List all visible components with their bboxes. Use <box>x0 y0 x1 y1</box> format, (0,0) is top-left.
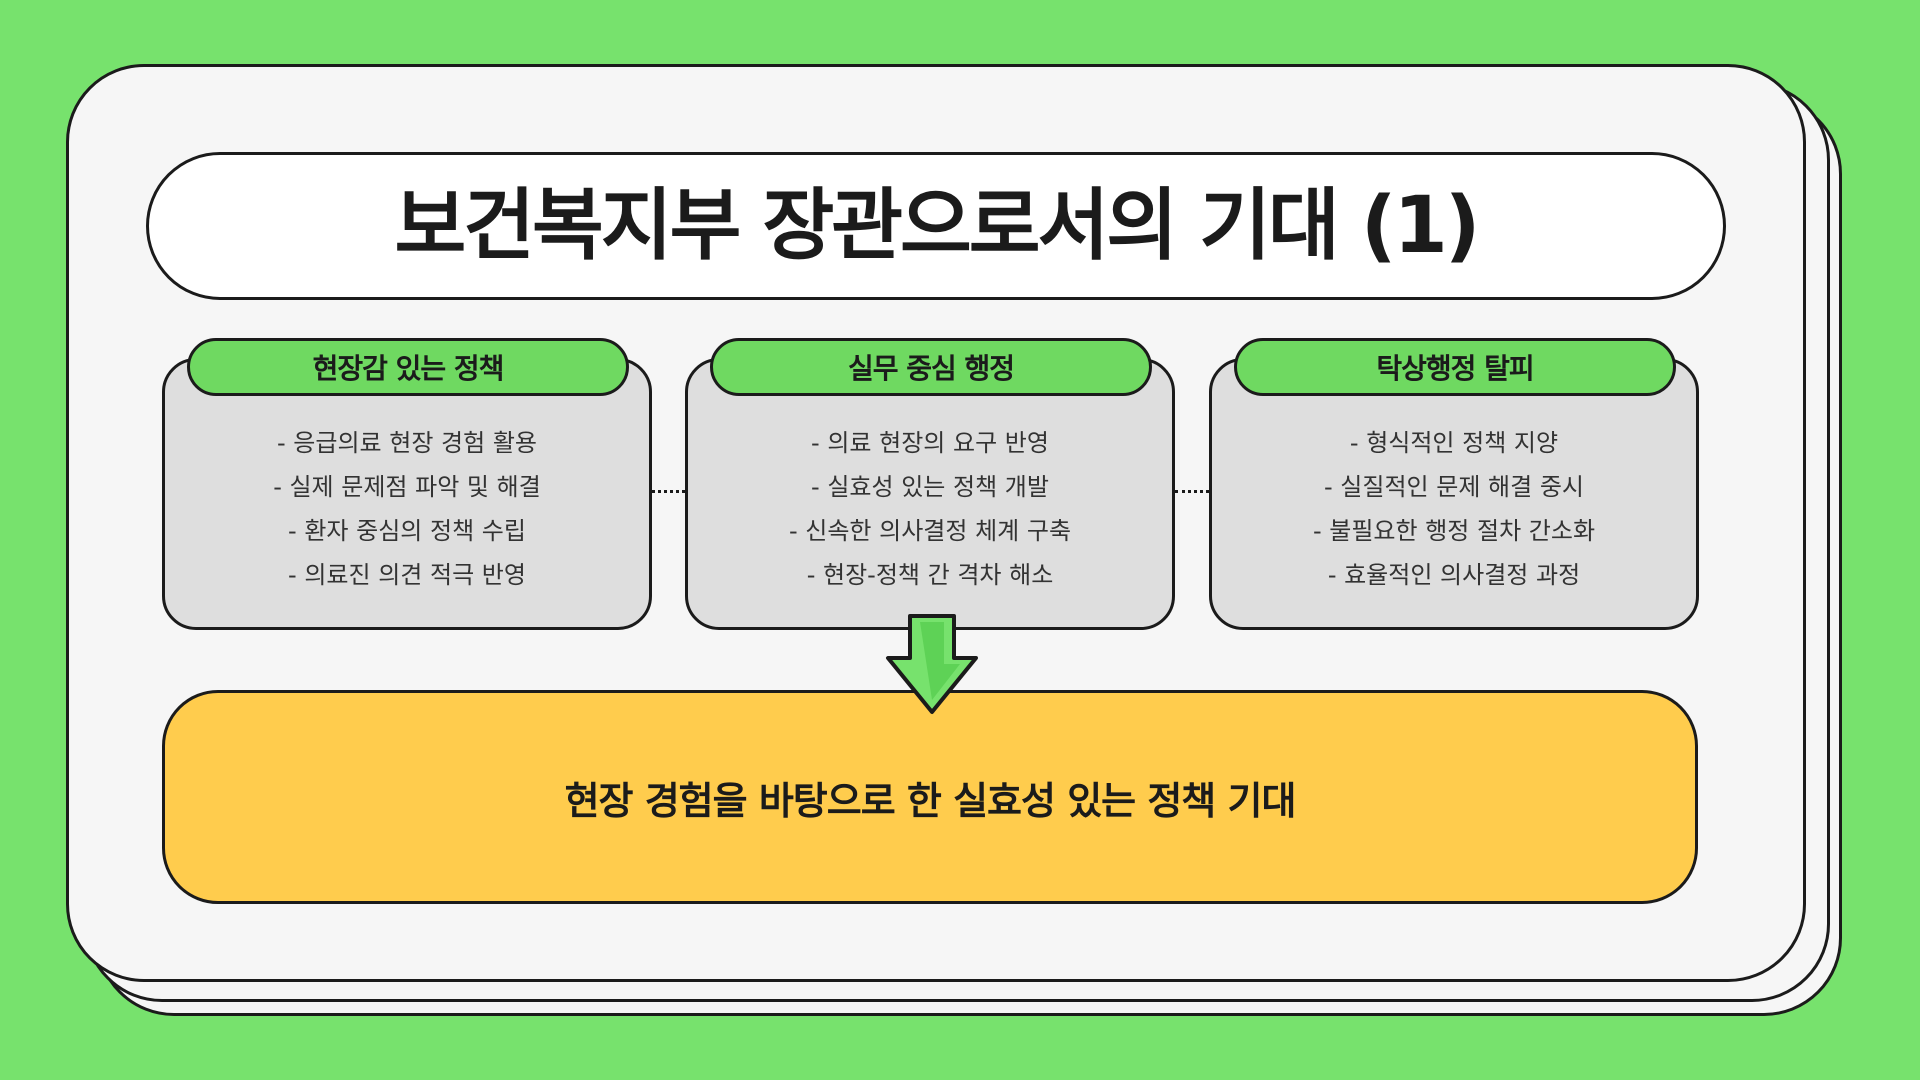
list-item: - 실효성 있는 정책 개발 <box>811 473 1049 501</box>
arrow-down-icon <box>886 614 978 714</box>
list-item: - 신속한 의사결정 체계 구축 <box>788 517 1072 545</box>
list-item: - 실제 문제점 파악 및 해결 <box>273 473 541 501</box>
list-item: - 현장-정책 간 격차 해소 <box>806 561 1054 589</box>
column-box-escape-desk-admin: - 형식적인 정책 지양 - 실질적인 문제 해결 중시 - 불필요한 행정 절… <box>1209 358 1699 630</box>
list-item: - 의료 현장의 요구 반영 <box>811 429 1049 457</box>
title-banner: 보건복지부 장관으로서의 기대 (1) <box>146 152 1726 300</box>
column-item-list: - 응급의료 현장 경험 활용 - 실제 문제점 파악 및 해결 - 환자 중심… <box>165 421 649 597</box>
page-title: 보건복지부 장관으로서의 기대 (1) <box>394 181 1481 271</box>
column-item-list: - 의료 현장의 요구 반영 - 실효성 있는 정책 개발 - 신속한 의사결정… <box>688 421 1172 597</box>
dotted-connector <box>652 490 685 493</box>
list-item: - 응급의료 현장 경험 활용 <box>277 429 537 457</box>
conclusion-box: 현장 경험을 바탕으로 한 실효성 있는 정책 기대 <box>162 690 1698 904</box>
column-heading-practical-admin: 실무 중심 행정 <box>710 338 1152 396</box>
dotted-connector <box>1175 490 1209 493</box>
column-heading-escape-desk-admin: 탁상행정 탈피 <box>1234 338 1676 396</box>
list-item: - 불필요한 행정 절차 간소화 <box>1312 517 1596 545</box>
conclusion-text: 현장 경험을 바탕으로 한 실효성 있는 정책 기대 <box>564 778 1297 823</box>
column-item-list: - 형식적인 정책 지양 - 실질적인 문제 해결 중시 - 불필요한 행정 절… <box>1212 421 1696 597</box>
list-item: - 실질적인 문제 해결 중시 <box>1324 473 1584 501</box>
list-item: - 의료진 의견 적극 반영 <box>288 561 526 589</box>
column-box-practical-admin: - 의료 현장의 요구 반영 - 실효성 있는 정책 개발 - 신속한 의사결정… <box>685 358 1175 630</box>
column-heading-field-policy: 현장감 있는 정책 <box>187 338 629 396</box>
list-item: - 효율적인 의사결정 과정 <box>1327 561 1581 589</box>
column-box-field-policy: - 응급의료 현장 경험 활용 - 실제 문제점 파악 및 해결 - 환자 중심… <box>162 358 652 630</box>
list-item: - 형식적인 정책 지양 <box>1349 429 1559 457</box>
list-item: - 환자 중심의 정책 수립 <box>288 517 526 545</box>
